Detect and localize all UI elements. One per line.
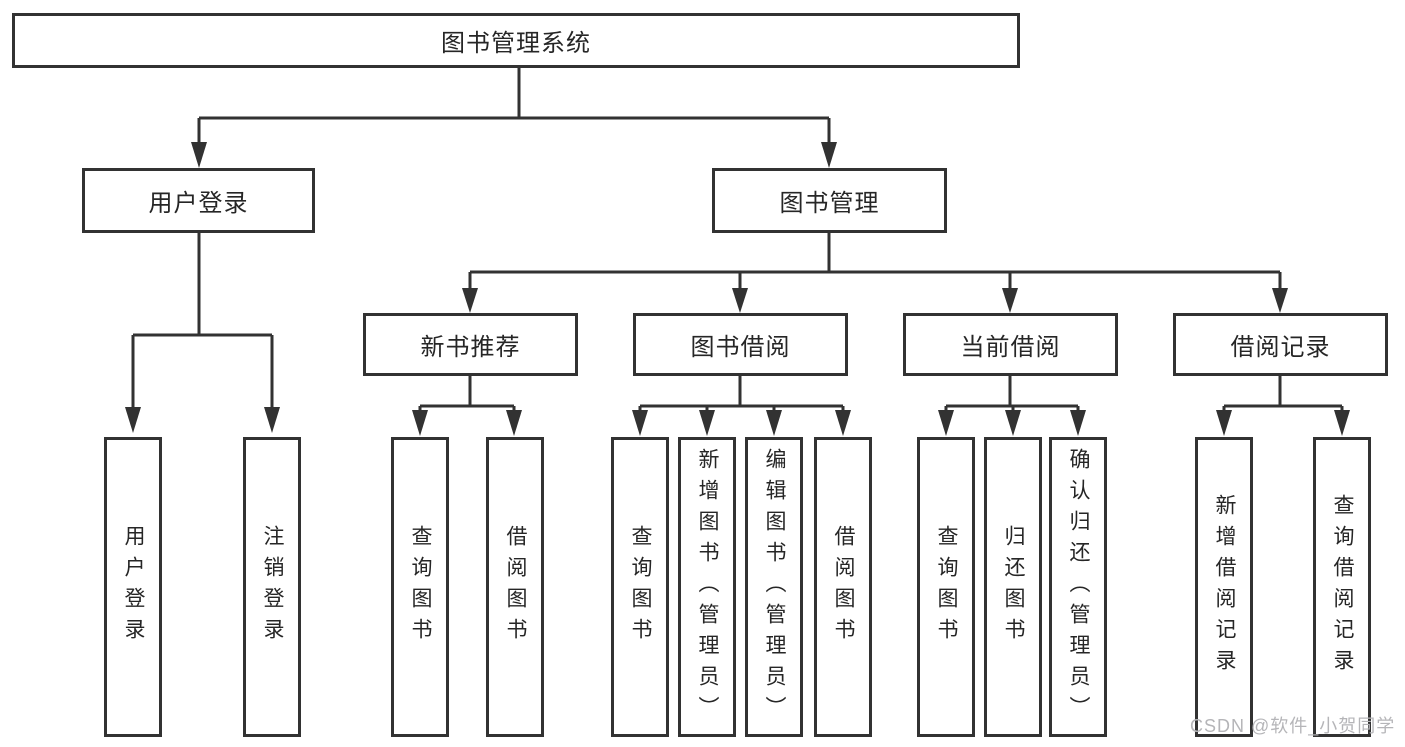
leaf-label: 查询图书	[935, 525, 958, 649]
leaf-label: 注销登录	[261, 525, 284, 649]
leaf-label: 用户登录	[122, 525, 145, 649]
leaf-label: 归还图书	[1002, 525, 1025, 649]
node-leaf-query-borrow-record: 查询借阅记录	[1313, 437, 1371, 737]
leaf-label: 借阅图书	[504, 525, 527, 649]
node-user-login: 用户登录	[82, 168, 315, 233]
node-current-borrow: 当前借阅	[903, 313, 1118, 376]
connector-new-book-recommend-children	[418, 376, 516, 412]
node-book-management-label: 图书管理	[779, 190, 880, 217]
node-book-borrow-label: 图书借阅	[690, 334, 791, 361]
node-root: 图书管理系统	[12, 13, 1020, 68]
csdn-watermark: CSDN @软件_小贺同学	[1190, 716, 1396, 736]
node-book-borrow: 图书借阅	[633, 313, 848, 376]
leaf-label: 确认归还（管理员）	[1067, 447, 1090, 727]
leaf-label: 查询图书	[409, 525, 432, 649]
node-borrow-records-label: 借阅记录	[1230, 334, 1331, 361]
connector-root-to-level2	[197, 68, 831, 144]
node-borrow-records: 借阅记录	[1173, 313, 1388, 376]
node-new-book-recommend: 新书推荐	[363, 313, 578, 376]
leaf-label: 查询图书	[629, 525, 652, 649]
node-leaf-logout: 注销登录	[243, 437, 301, 737]
node-leaf-borrow-books: 借阅图书	[814, 437, 872, 737]
connector-borrow-records-children	[1222, 376, 1344, 412]
node-leaf-add-borrow-record: 新增借阅记录	[1195, 437, 1253, 737]
connector-book-borrow-children	[638, 376, 845, 412]
arrowheads	[125, 142, 1350, 436]
node-leaf-edit-books-admin: 编辑图书（管理员）	[745, 437, 803, 737]
node-root-label: 图书管理系统	[441, 30, 591, 57]
leaf-label: 新增借阅记录	[1213, 494, 1236, 680]
node-leaf-query-books-current: 查询图书	[917, 437, 975, 737]
leaf-label: 新增图书（管理员）	[696, 447, 719, 727]
node-leaf-query-books-borrow: 查询图书	[611, 437, 669, 737]
connector-book-management-children	[468, 233, 1282, 290]
node-new-book-recommend-label: 新书推荐	[420, 334, 521, 361]
node-book-management: 图书管理	[712, 168, 947, 233]
connector-user-login-children	[131, 233, 274, 409]
leaf-label: 查询借阅记录	[1331, 494, 1354, 680]
leaf-label: 编辑图书（管理员）	[763, 447, 786, 727]
node-leaf-query-books-recommend: 查询图书	[391, 437, 449, 737]
node-user-login-label: 用户登录	[148, 190, 249, 217]
connector-current-borrow-children	[944, 376, 1080, 412]
node-leaf-borrow-books-recommend: 借阅图书	[486, 437, 544, 737]
leaf-label: 借阅图书	[832, 525, 855, 649]
node-current-borrow-label: 当前借阅	[960, 334, 1061, 361]
node-leaf-add-books-admin: 新增图书（管理员）	[678, 437, 736, 737]
node-leaf-return-books: 归还图书	[984, 437, 1042, 737]
node-leaf-user-login: 用户登录	[104, 437, 162, 737]
node-leaf-confirm-return-admin: 确认归还（管理员）	[1049, 437, 1107, 737]
